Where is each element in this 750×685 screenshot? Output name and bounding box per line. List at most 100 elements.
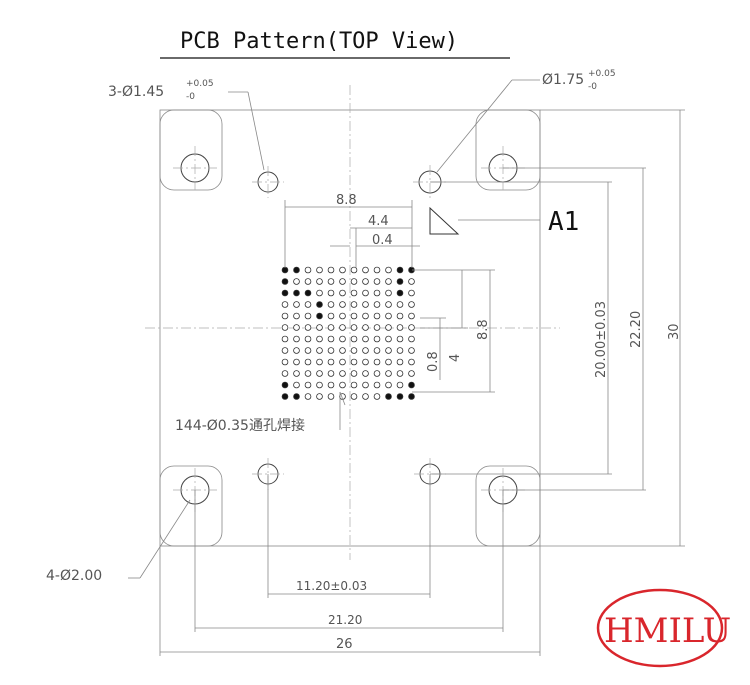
pin-open	[362, 324, 369, 331]
pin-open	[408, 358, 415, 366]
bottom-dimensions: 11.20±0.03 21.20 26	[159, 474, 541, 656]
pin-filled	[281, 278, 289, 285]
board-inner-bl	[159, 465, 223, 547]
pin-open	[281, 335, 289, 343]
pin-filled	[293, 266, 300, 274]
pin-open	[327, 278, 335, 285]
alignment-holes	[252, 165, 447, 490]
pin-open	[350, 289, 358, 297]
pin-open	[362, 335, 369, 343]
pin-filled	[385, 393, 392, 400]
pin-open	[293, 324, 300, 331]
pin-open	[396, 301, 404, 308]
pin-open	[281, 312, 289, 320]
dim-20: 20.00±0.03	[594, 301, 609, 378]
dim-right-4: 4	[448, 354, 463, 362]
pin-open	[396, 335, 404, 343]
pin-grid	[281, 266, 415, 400]
dim-top-4-4: 4.4	[368, 214, 389, 229]
pin-open	[281, 358, 289, 366]
pin-open	[327, 381, 335, 389]
pin-open	[327, 347, 335, 354]
pin-open	[350, 301, 358, 308]
pin-open	[339, 335, 346, 343]
annotations: 3-Ø1.45 +0.05 -0 Ø1.75 +0.05 -0 144-Ø0.3…	[46, 69, 616, 584]
pin-open	[316, 278, 323, 285]
dim-11-20: 11.20±0.03	[296, 579, 367, 593]
label-hole1: Ø1.75	[542, 72, 584, 88]
pin-open	[408, 301, 415, 308]
label-hole1-tol-plus: +0.05	[588, 69, 616, 79]
pin-open	[316, 266, 323, 274]
pin-open	[304, 266, 312, 274]
pin-open	[339, 278, 346, 285]
pin-open	[281, 324, 289, 331]
logo-ring	[596, 588, 724, 668]
pin-open	[362, 289, 369, 297]
pin-open	[373, 393, 381, 400]
pin-open	[385, 324, 392, 331]
pin-open	[373, 381, 381, 389]
pin-filled	[293, 393, 300, 400]
pin-open	[327, 266, 335, 274]
pin-open	[350, 347, 358, 354]
pin-filled	[316, 301, 323, 308]
pin-open	[362, 301, 369, 308]
hmilu-logo: HMILU	[596, 588, 731, 668]
pin-open	[373, 266, 381, 274]
pin-open	[385, 312, 392, 320]
pin-open	[350, 266, 358, 274]
pin-open	[362, 278, 369, 285]
pin-open	[304, 358, 312, 366]
pin-filled	[408, 393, 415, 400]
pin-filled	[396, 289, 404, 297]
pin-open	[373, 289, 381, 297]
pin-open	[350, 370, 358, 377]
pin-open	[385, 381, 392, 389]
pin-open	[396, 358, 404, 366]
pin-open	[385, 289, 392, 297]
dim-right-0-8: 0.8	[426, 351, 441, 372]
pin-filled	[281, 289, 289, 297]
board-inner-right	[475, 109, 541, 191]
dim-22-20: 22.20	[629, 311, 644, 348]
pin-open	[350, 393, 358, 400]
pin-open	[293, 301, 300, 308]
pin-open	[327, 289, 335, 297]
pin-open	[362, 393, 369, 400]
pin-open	[304, 347, 312, 354]
pin-open	[408, 335, 415, 343]
pin-open	[362, 266, 369, 274]
pin-open	[304, 312, 312, 320]
label-hole4: 4-Ø2.00	[46, 568, 102, 584]
pin-open	[373, 312, 381, 320]
right-grid-dimensions: 8.8 4 0.8	[412, 269, 495, 393]
pin-open	[373, 370, 381, 377]
pin-filled	[396, 393, 404, 400]
label-hole3-tol-minus: -0	[186, 92, 195, 102]
pin-open	[339, 347, 346, 354]
pin-open	[362, 312, 369, 320]
pin-open	[350, 278, 358, 285]
pin-open	[316, 289, 323, 297]
pin-open	[327, 324, 335, 331]
pin-open	[408, 312, 415, 320]
logo-text: HMILU	[604, 611, 731, 651]
pin-open	[339, 266, 346, 274]
pin-open	[408, 278, 415, 285]
pin-open	[327, 335, 335, 343]
pin-open	[316, 347, 323, 354]
dim-30: 30	[667, 323, 682, 340]
pin-open	[293, 358, 300, 366]
pin-filled	[408, 381, 415, 389]
pin-open	[293, 370, 300, 377]
pin-open	[304, 278, 312, 285]
pin-open	[362, 370, 369, 377]
pin-filled	[281, 393, 289, 400]
pin-open	[293, 335, 300, 343]
board-inner-left	[159, 109, 223, 191]
pin-open	[396, 370, 404, 377]
pin-filled	[396, 278, 404, 285]
pin-open	[408, 370, 415, 377]
